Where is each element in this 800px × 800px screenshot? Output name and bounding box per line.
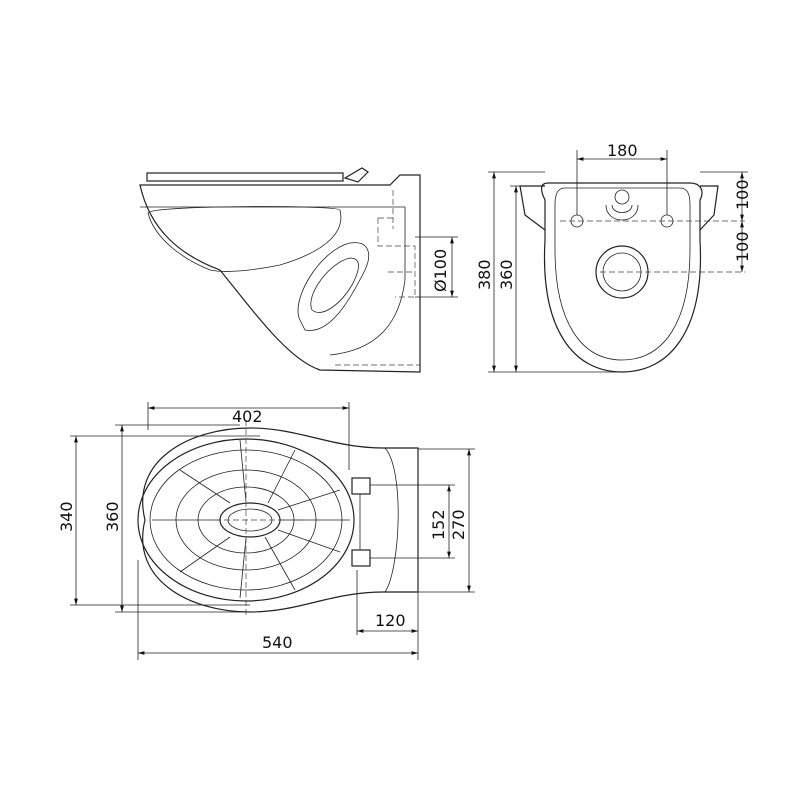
height-360-label: 360	[497, 259, 516, 290]
width-270-label: 270	[449, 509, 468, 540]
length-540-label: 540	[262, 633, 293, 652]
depth-340-label: 340	[57, 501, 76, 532]
hinge-top	[351, 477, 371, 495]
bolt-152-label: 152	[429, 509, 448, 540]
offset-120-label: 120	[375, 611, 406, 630]
side-view: Ø100	[139, 167, 458, 373]
pipe-diameter-label: Ø100	[431, 249, 450, 292]
flush-outlet	[297, 242, 370, 331]
seat-lid	[146, 172, 344, 182]
top-outline	[142, 427, 419, 613]
hinge-bottom	[351, 549, 371, 567]
height-100-top-label: 100	[733, 179, 752, 210]
top-view: 152 270 402 340 360 120 540	[57, 402, 475, 660]
seat-hinge	[343, 167, 369, 183]
width-402-label: 402	[232, 407, 263, 426]
front-outline	[541, 182, 703, 373]
height-100-bottom-label: 100	[733, 231, 752, 262]
bowl-outline	[139, 174, 421, 373]
height-380-label: 380	[475, 259, 494, 290]
depth-360-label: 360	[103, 501, 122, 532]
width-180-label: 180	[607, 141, 638, 160]
front-view: 180 100 100 380 360	[475, 141, 752, 373]
